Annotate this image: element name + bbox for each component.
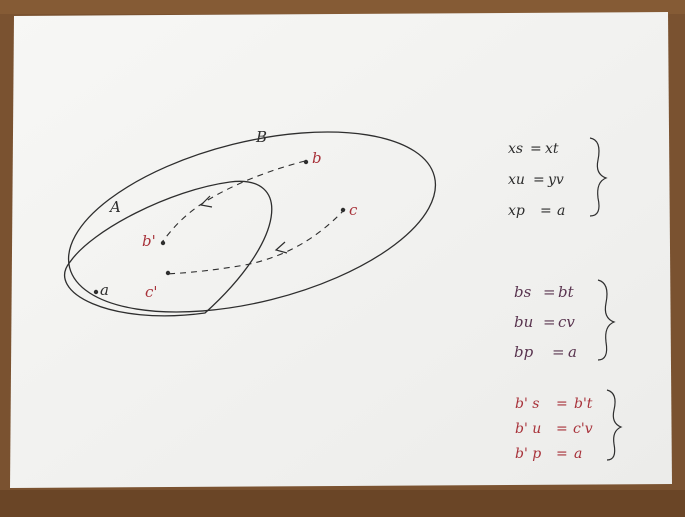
dashed-path-c-to-cprime (165, 208, 346, 275)
equation-rhs: bt (558, 283, 575, 301)
equation-group-1: xs = xt xu = yv xp = a (508, 137, 608, 219)
point-cprime-dot (165, 270, 171, 276)
equation-rhs: a (557, 203, 565, 219)
brace-icon (589, 137, 608, 217)
point-a-label: a (100, 281, 109, 299)
equation-lhs: b' s (515, 396, 539, 412)
equals-sign: = (556, 396, 568, 412)
equation-rhs: yv (547, 172, 564, 188)
equation-rhs: xt (545, 141, 559, 157)
table-edge-top (0, 0, 685, 14)
equation-lhs: b' p (515, 446, 541, 462)
equation-rhs: c'v (573, 421, 593, 437)
point-bprime-dot (160, 240, 166, 246)
equals-sign: = (543, 283, 556, 301)
equation-rhs: b't (574, 396, 593, 412)
equation-lhs: bu (514, 313, 533, 331)
point-c-dot (340, 207, 346, 213)
equation-lhs: b' u (515, 421, 541, 437)
point-b-dot (303, 159, 309, 165)
set-a-label: A (108, 198, 121, 216)
paper-sheet (10, 12, 672, 488)
point-a-dot (93, 289, 99, 295)
equation-lhs: xs (508, 141, 523, 157)
equation-rhs: cv (558, 313, 575, 331)
equation-lhs: xp (508, 203, 525, 219)
equation-rhs: a (574, 446, 582, 462)
equals-sign: = (533, 172, 545, 188)
equation-group-2: bs = bt bu = cv bp = a (514, 279, 616, 361)
equals-sign: = (530, 141, 542, 157)
equation-rhs: a (568, 343, 577, 361)
point-c-label: c (349, 201, 358, 219)
equation-lhs: xu (508, 172, 525, 188)
point-b-label: b (312, 149, 322, 167)
arrowhead-icon (199, 195, 213, 208)
brace-icon (606, 389, 623, 461)
equals-sign: = (556, 446, 568, 462)
equation-lhs: bp (514, 343, 534, 361)
set-a-outline (64, 180, 273, 317)
dashed-path-b-to-bprime (161, 160, 306, 243)
set-b-outline (67, 131, 437, 313)
arrowhead-icon (274, 241, 288, 254)
equals-sign: = (556, 421, 568, 437)
equals-sign: = (552, 343, 565, 361)
set-b-label: B (255, 128, 267, 146)
equation-group-3: b' s = b't b' u = c'v b' p = a (515, 389, 623, 462)
point-cprime-label: c' (145, 283, 158, 301)
equals-sign: = (540, 203, 552, 219)
equals-sign: = (543, 313, 556, 331)
table-edge-bottom (0, 490, 685, 517)
equation-lhs: bs (514, 283, 532, 301)
point-bprime-label: b' (142, 232, 156, 250)
brace-icon (597, 279, 616, 361)
